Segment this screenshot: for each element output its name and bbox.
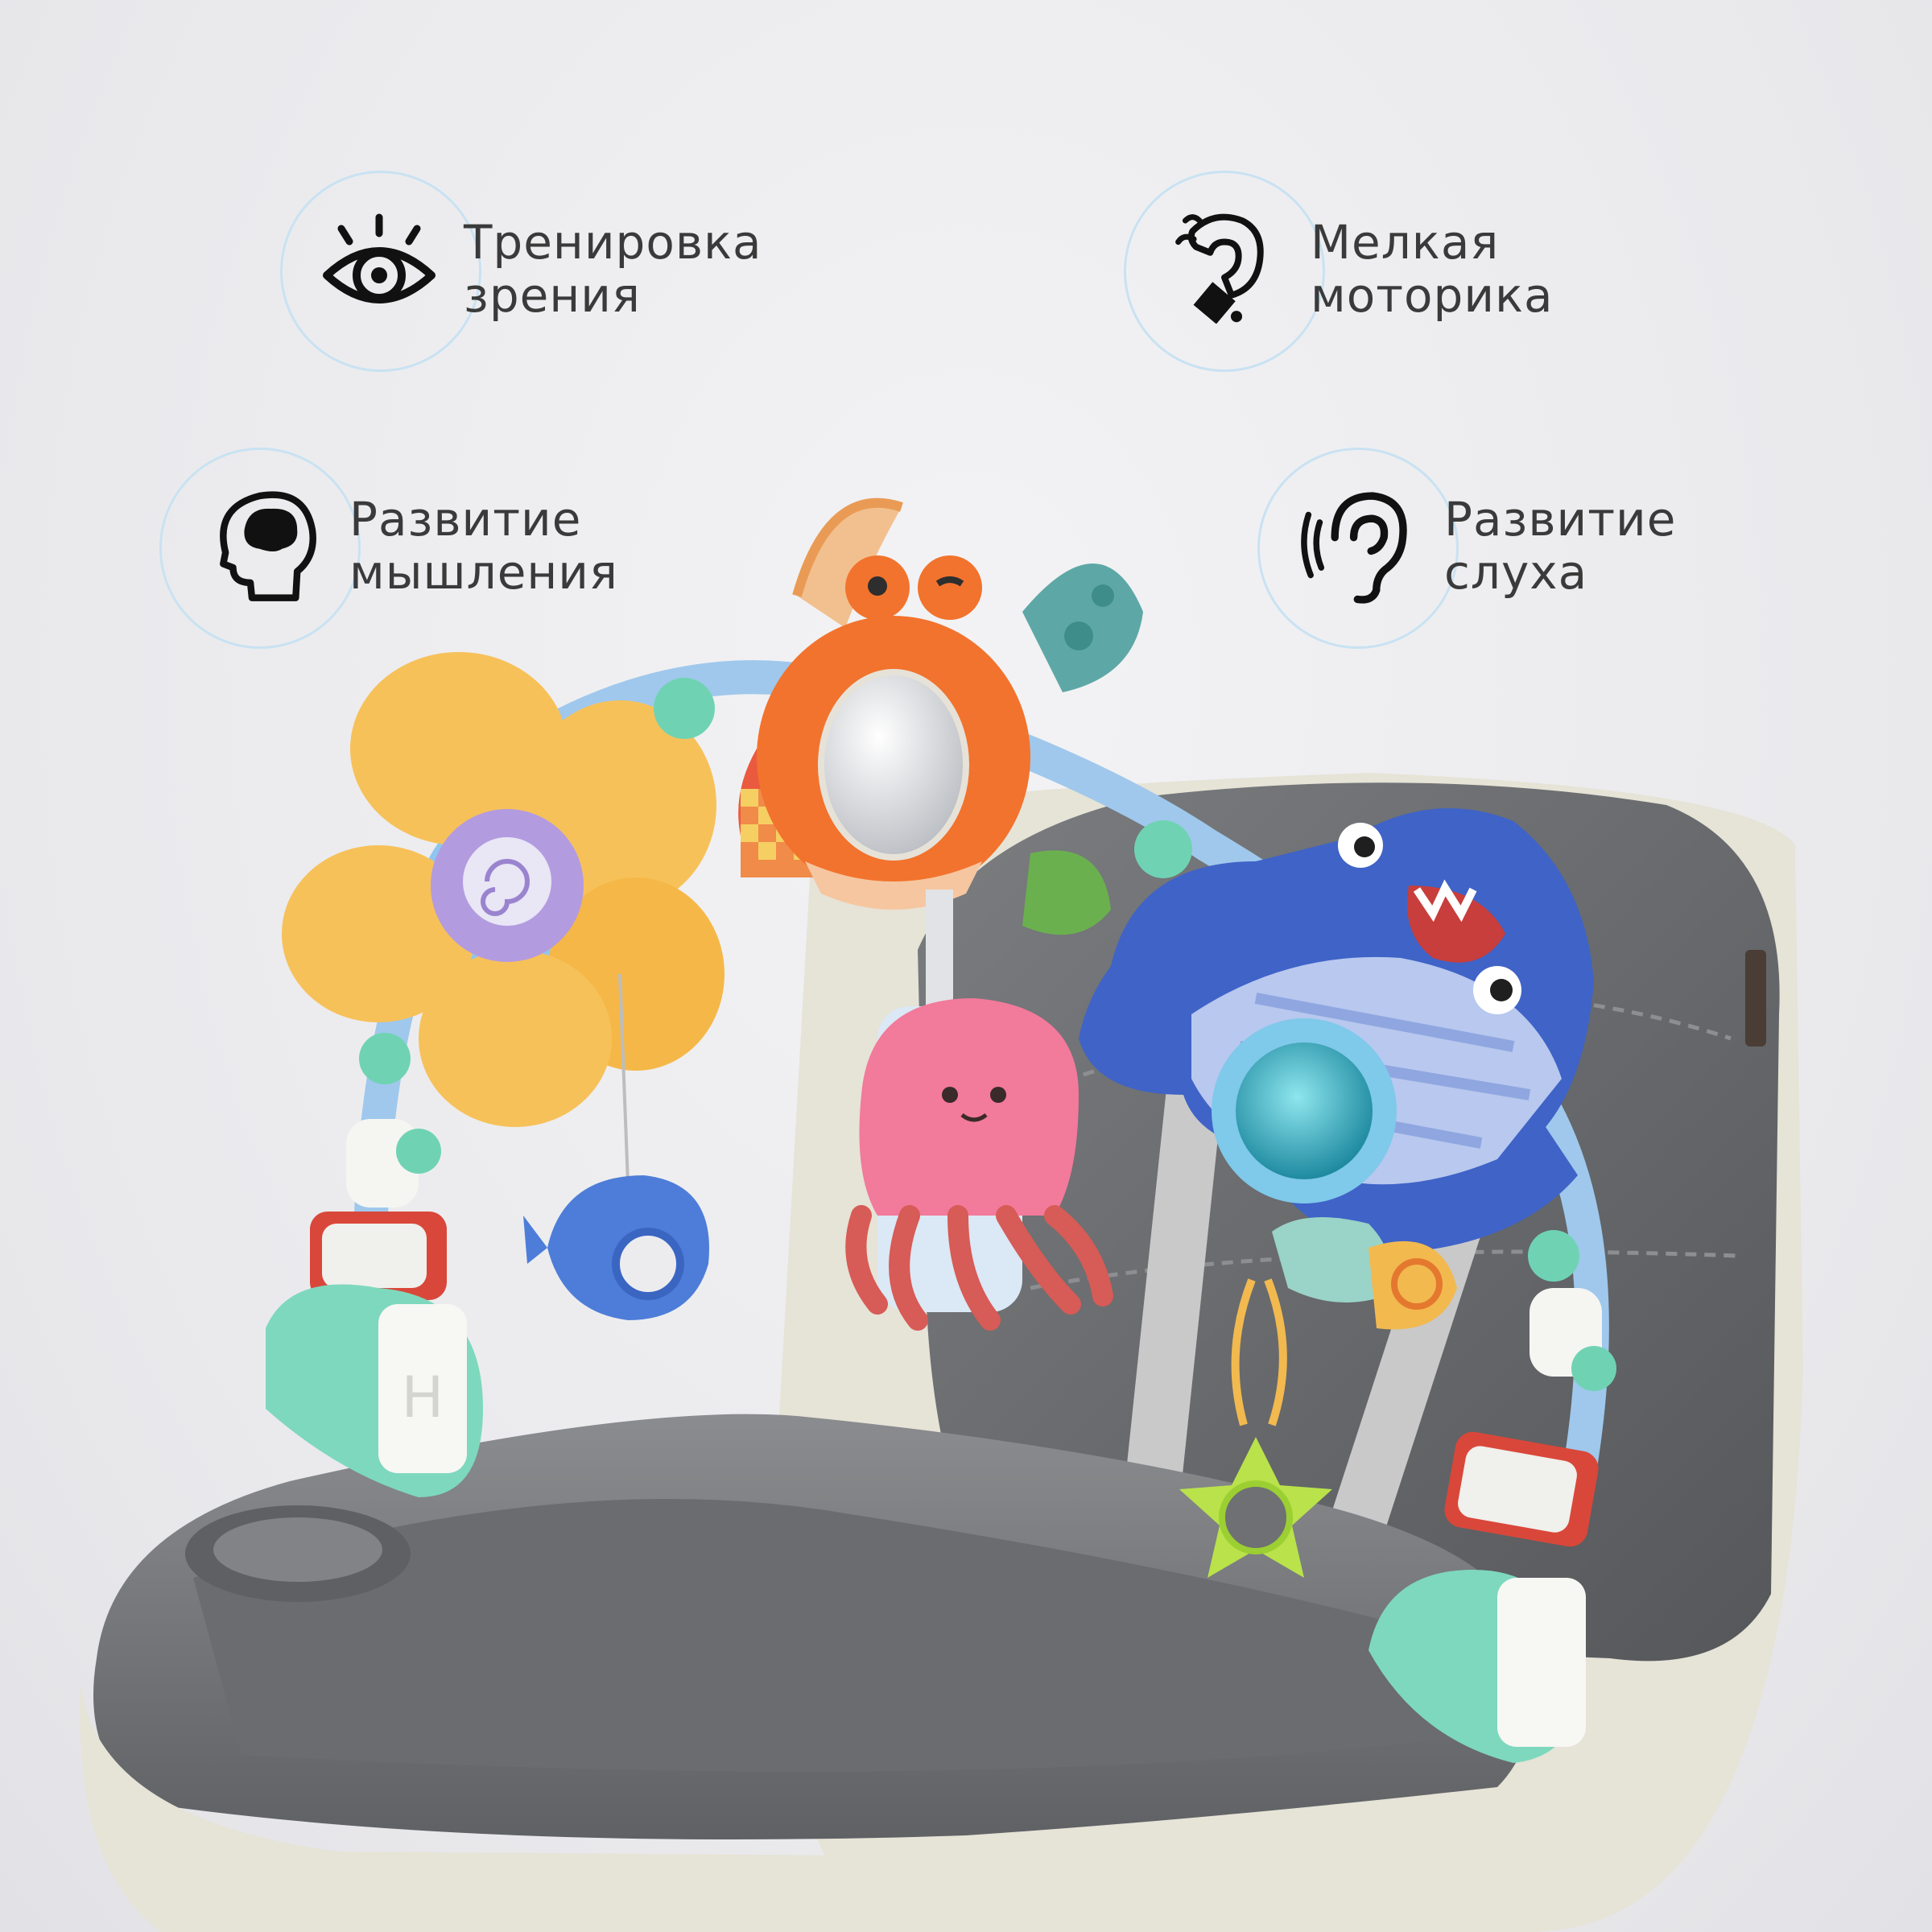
badge-ring — [1124, 171, 1325, 372]
feature-vision-line2: зрения — [464, 268, 641, 323]
svg-text:H: H — [402, 1364, 444, 1430]
feature-thinking-line2: мышления — [349, 545, 618, 600]
star-teether — [1179, 1278, 1332, 1578]
feature-motor: Мелкая моторика — [1124, 171, 1623, 372]
feature-thinking: Развитие мышления — [159, 448, 658, 649]
eye-icon — [323, 213, 436, 303]
flower-spinner — [282, 652, 724, 1127]
feature-hearing: Развитие слуха — [1257, 448, 1757, 649]
right-clamp — [1368, 1230, 1616, 1763]
crab-mirror — [738, 497, 1143, 1018]
feature-vision-line1: Тренировка — [464, 215, 762, 270]
hand-puzzle-icon — [1175, 213, 1264, 324]
feature-motor-line1: Мелкая — [1311, 215, 1500, 270]
badge-ring — [1257, 448, 1459, 649]
ear-icon — [1301, 492, 1407, 604]
badge-ring — [280, 171, 481, 372]
feature-hearing-line1: Развитие — [1444, 492, 1677, 547]
whale-teether — [523, 973, 709, 1320]
arch-joint — [654, 678, 715, 739]
arch-joint — [1134, 820, 1192, 878]
feature-hearing-line2: слуха — [1444, 545, 1588, 600]
feature-motor-line2: моторика — [1311, 268, 1554, 323]
head-brain-icon — [220, 491, 316, 601]
left-clamp: H — [266, 1033, 483, 1497]
octopus-plush — [845, 998, 1113, 1331]
shark-rattle — [1079, 808, 1594, 1330]
feature-thinking-line1: Развитие — [349, 492, 582, 547]
feature-vision: Тренировка зрения — [280, 171, 779, 372]
badge-ring — [159, 448, 361, 649]
